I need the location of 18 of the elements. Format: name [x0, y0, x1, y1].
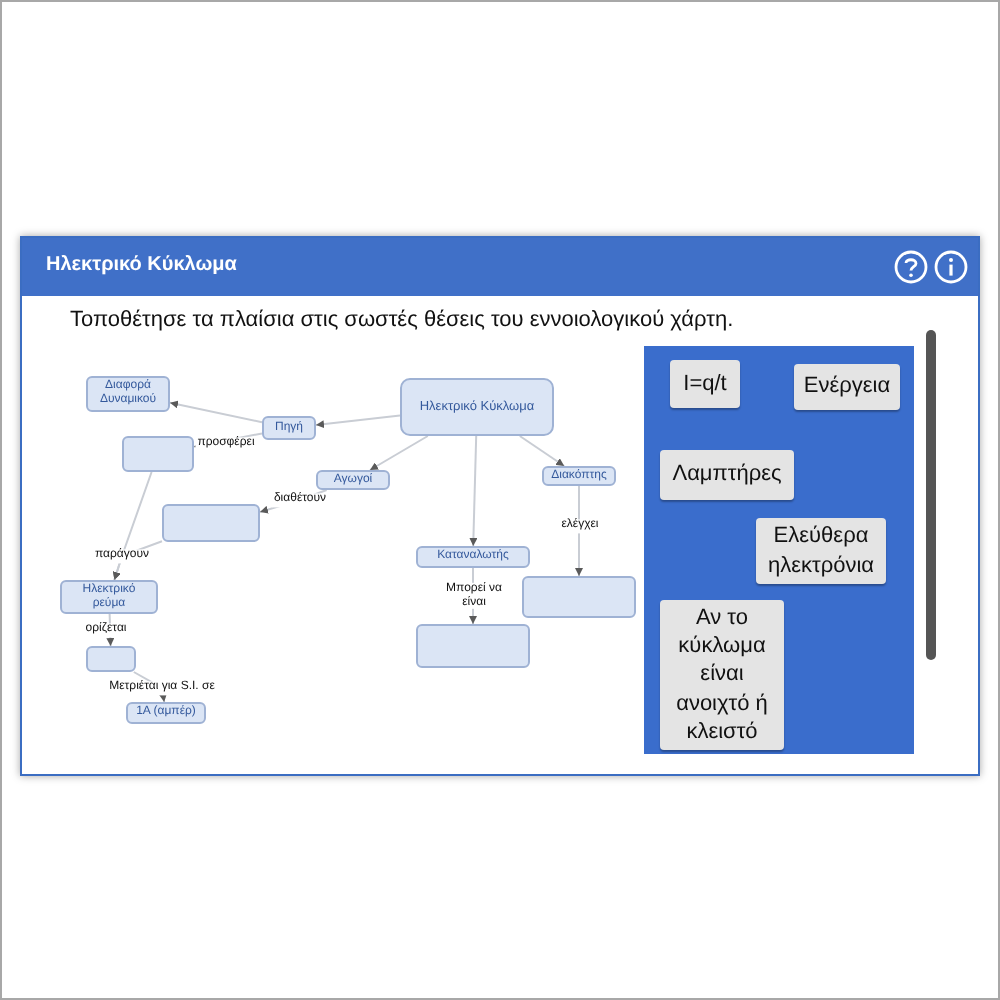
drop-zone [122, 436, 194, 472]
draggable-card: Ελεύθερα ηλεκτρόνια [756, 518, 886, 584]
drop-zone [86, 646, 136, 672]
draggable-card: Αν το κύκλωμα είναι ανοιχτό ή κλειστό [660, 600, 784, 750]
draggable-card: Λαμπτήρες [660, 450, 794, 500]
connector-line [169, 400, 263, 424]
drop-zone [162, 504, 260, 542]
drop-zone [416, 624, 530, 668]
connector-line [469, 435, 478, 547]
drop-zone [522, 576, 636, 618]
dialog-title: Ηλεκτρικό Κύκλωμα [46, 254, 237, 276]
connector-line [369, 435, 429, 471]
connector-line [315, 414, 401, 429]
instruction-text: Τοποθέτησε τα πλαίσια στις σωστές θέσεις του εννοιολογικού χάρτη. [70, 308, 734, 332]
connector-line [518, 435, 566, 467]
draggable-card: Ενέργεια [794, 364, 900, 410]
connector-line [575, 485, 583, 577]
draggable-card: I=q/t [670, 360, 740, 408]
